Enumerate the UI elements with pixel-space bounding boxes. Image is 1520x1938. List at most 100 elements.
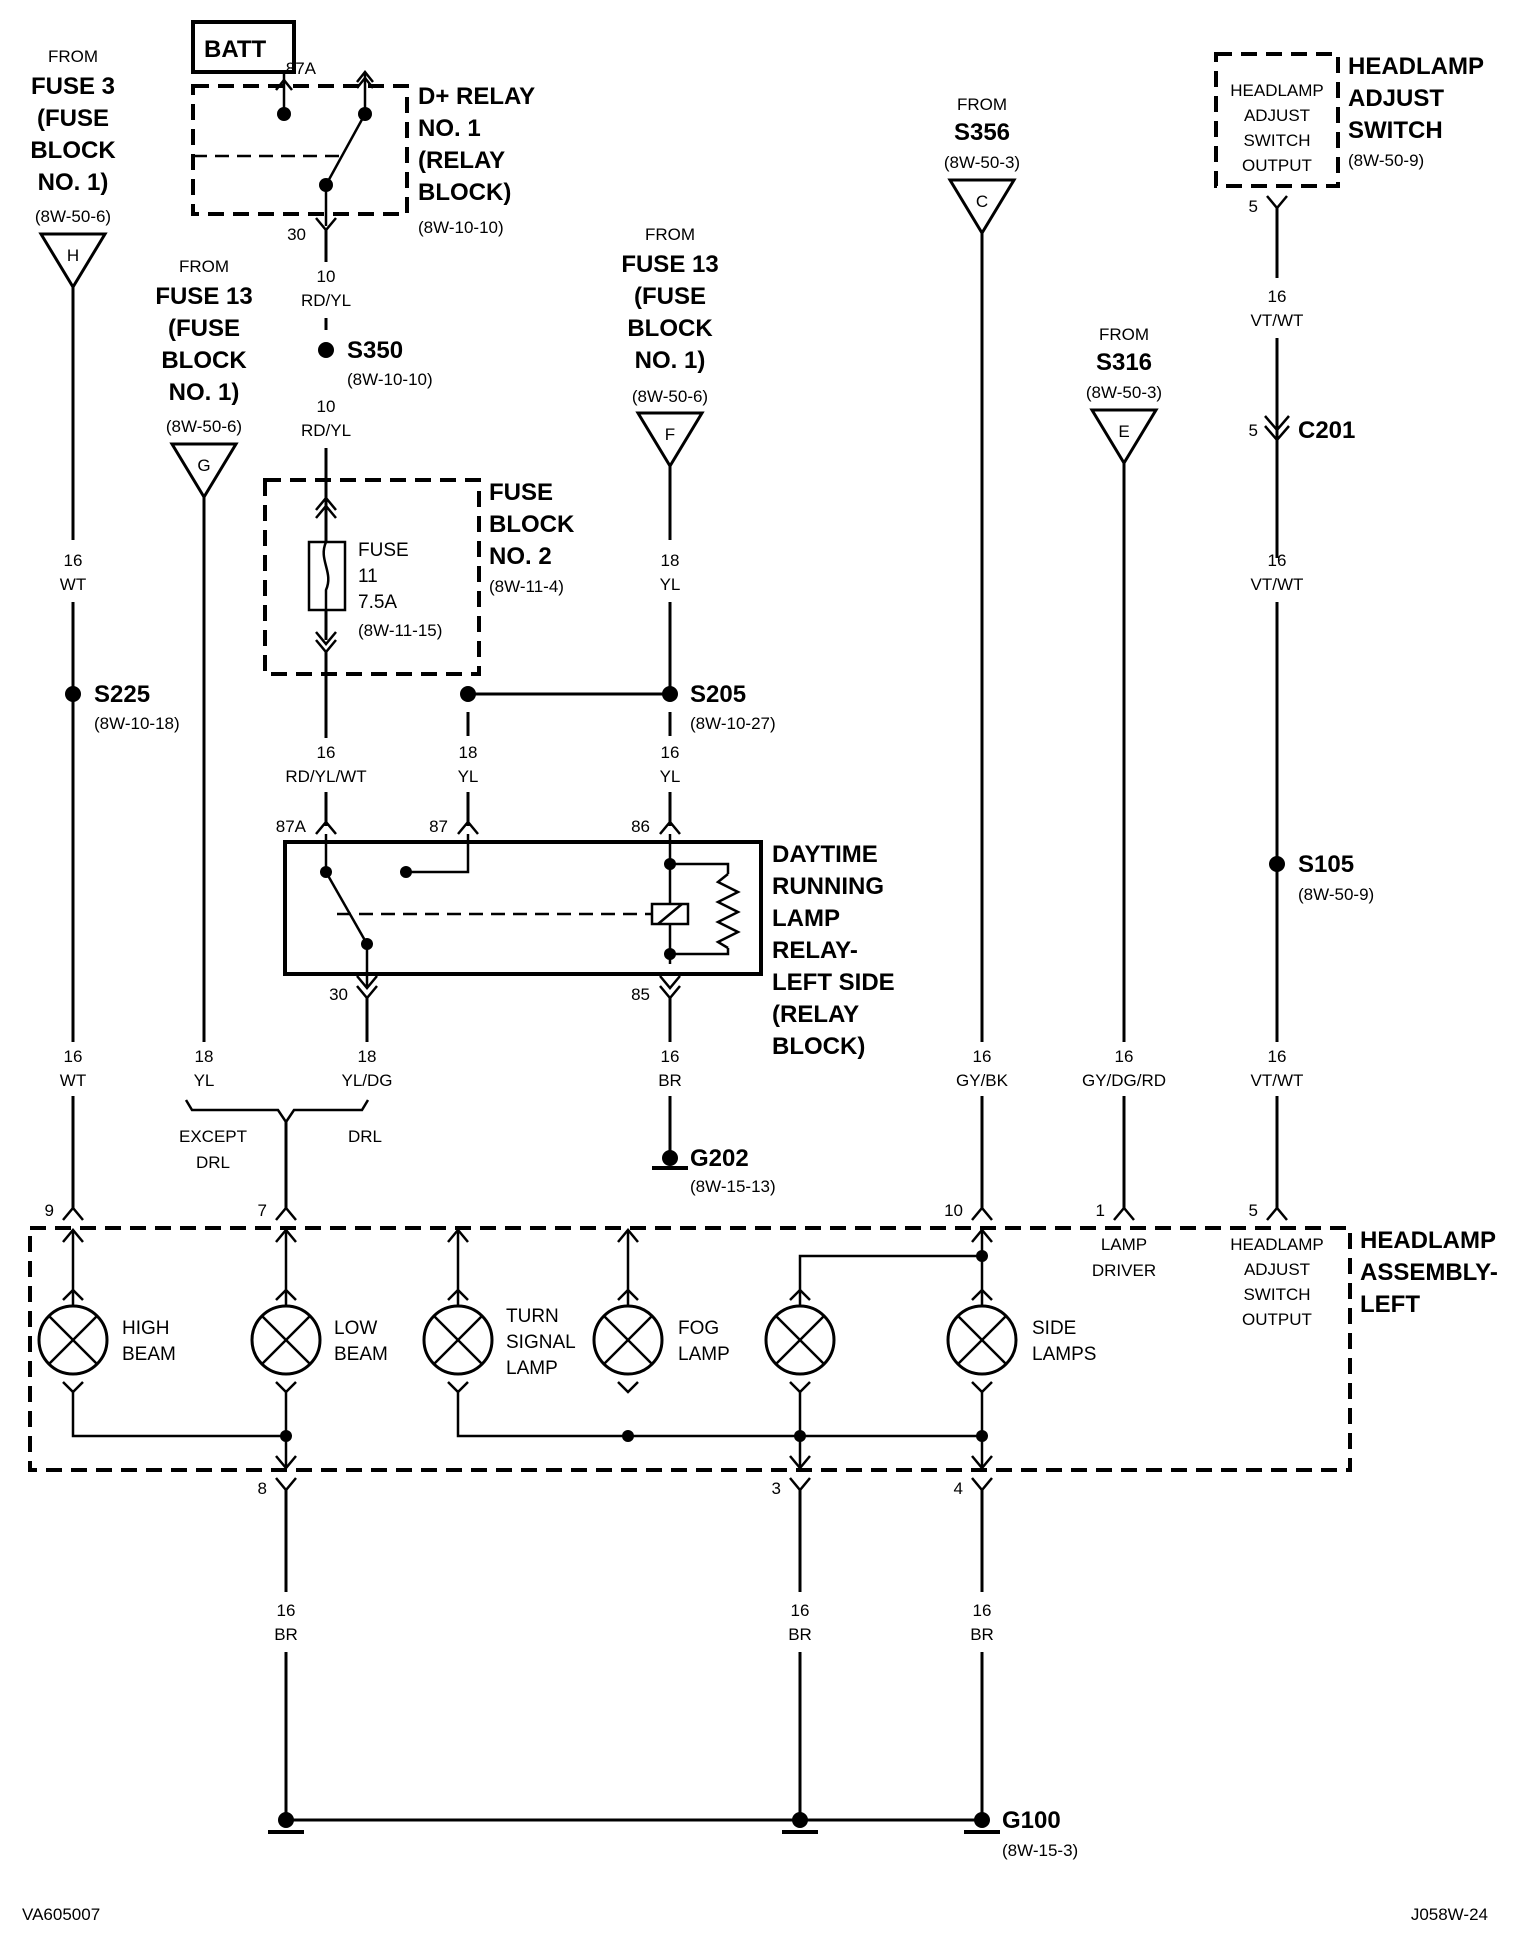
svg-text:HEADLAMP: HEADLAMP [1230, 1235, 1324, 1254]
high-beam-lamp [37, 1304, 109, 1376]
svg-text:FUSE: FUSE [358, 540, 409, 561]
svg-text:16: 16 [277, 1601, 296, 1620]
svg-text:(8W-50-6): (8W-50-6) [166, 417, 242, 436]
svg-text:NO. 1): NO. 1) [635, 347, 706, 374]
svg-text:7: 7 [258, 1201, 267, 1220]
fuse-block-no2: FUSE 11 7.5A (8W-11-15) FUSE BLOCK NO. 2… [263, 478, 575, 676]
svg-text:FROM: FROM [179, 257, 229, 276]
svg-text:18: 18 [195, 1047, 214, 1066]
svg-text:EXCEPT: EXCEPT [179, 1127, 247, 1146]
svg-text:10: 10 [944, 1201, 963, 1220]
svg-text:BR: BR [658, 1071, 682, 1090]
side-lamp-2 [946, 1304, 1018, 1376]
fog-lamp [592, 1304, 664, 1376]
svg-text:FOG: FOG [678, 1318, 719, 1339]
svg-text:5: 5 [1249, 197, 1258, 216]
svg-text:(8W-50-3): (8W-50-3) [1086, 383, 1162, 402]
svg-text:YL: YL [660, 767, 681, 786]
drl-relay-left-side: 87A 87 86 30 85 DAYTIME RUNNING LAMP REL… [276, 817, 895, 1060]
svg-text:RELAY-: RELAY- [772, 937, 858, 964]
svg-text:GY/DG/RD: GY/DG/RD [1082, 1071, 1166, 1090]
svg-text:LAMP: LAMP [1101, 1235, 1147, 1254]
svg-text:G100: G100 [1002, 1807, 1061, 1834]
figure-code-right: J058W-24 [1411, 1905, 1488, 1924]
svg-text:(8W-15-13): (8W-15-13) [690, 1177, 776, 1196]
svg-text:(RELAY: (RELAY [418, 147, 505, 174]
low-beam-lamp [250, 1304, 322, 1376]
source-s356-c: FROM S356 (8W-50-3) C [944, 95, 1020, 236]
source-fuse3-h: FROM FUSE 3 (FUSE BLOCK NO. 1) (8W-50-6)… [30, 47, 116, 290]
svg-text:(8W-50-6): (8W-50-6) [35, 207, 111, 226]
svg-text:S105: S105 [1298, 851, 1354, 878]
svg-text:10: 10 [317, 267, 336, 286]
svg-text:DRL: DRL [348, 1127, 382, 1146]
svg-text:LAMPS: LAMPS [1032, 1344, 1096, 1365]
svg-text:30: 30 [329, 985, 348, 1004]
svg-text:16: 16 [64, 551, 83, 570]
svg-text:BR: BR [970, 1625, 994, 1644]
svg-text:16: 16 [973, 1047, 992, 1066]
svg-text:5: 5 [1249, 1201, 1258, 1220]
svg-text:WT: WT [60, 1071, 86, 1090]
svg-text:S350: S350 [347, 337, 403, 364]
svg-text:16: 16 [1268, 551, 1287, 570]
svg-text:(8W-15-3): (8W-15-3) [1002, 1841, 1078, 1860]
svg-text:SWITCH: SWITCH [1243, 131, 1310, 150]
svg-text:9: 9 [45, 1201, 54, 1220]
svg-text:SWITCH: SWITCH [1348, 117, 1443, 144]
figure-code-left: VA605007 [22, 1905, 100, 1924]
svg-text:S225: S225 [94, 681, 150, 708]
svg-text:(8W-10-18): (8W-10-18) [94, 714, 180, 733]
svg-text:BEAM: BEAM [334, 1344, 388, 1365]
svg-text:H: H [67, 246, 79, 265]
svg-text:G202: G202 [690, 1145, 749, 1172]
headlamp-adjust-switch: HEADLAMP ADJUST SWITCH OUTPUT HEADLAMP A… [1214, 52, 1484, 216]
svg-text:(FUSE: (FUSE [168, 315, 240, 342]
svg-text:S356: S356 [954, 119, 1010, 146]
svg-text:1: 1 [1096, 1201, 1105, 1220]
drl-option-split: EXCEPT DRL DRL [179, 1099, 382, 1210]
ground-g100: G100 (8W-15-3) [268, 1807, 1078, 1860]
svg-text:ASSEMBLY-: ASSEMBLY- [1360, 1259, 1498, 1286]
svg-text:GY/BK: GY/BK [956, 1071, 1009, 1090]
svg-text:BLOCK: BLOCK [30, 137, 116, 164]
headlamp-assembly-left: HEADLAMP ASSEMBLY- LEFT 9 7 10 1 5 LAMP … [28, 1201, 1498, 1498]
svg-text:HEADLAMP: HEADLAMP [1230, 81, 1324, 100]
svg-text:F: F [665, 425, 675, 444]
svg-text:16: 16 [1268, 1047, 1287, 1066]
svg-text:VT/WT: VT/WT [1251, 1071, 1304, 1090]
svg-text:LEFT SIDE: LEFT SIDE [772, 969, 895, 996]
svg-text:SIDE: SIDE [1032, 1318, 1076, 1339]
svg-text:LEFT: LEFT [1360, 1291, 1420, 1318]
svg-text:3: 3 [772, 1479, 781, 1498]
svg-text:LAMP: LAMP [678, 1344, 730, 1365]
svg-text:RD/YL/WT: RD/YL/WT [285, 767, 366, 786]
svg-text:BLOCK: BLOCK [489, 511, 575, 538]
svg-text:NO. 2: NO. 2 [489, 543, 552, 570]
svg-text:7.5A: 7.5A [358, 592, 397, 613]
svg-text:30: 30 [287, 225, 306, 244]
svg-text:OUTPUT: OUTPUT [1242, 1310, 1312, 1329]
svg-text:YL/DG: YL/DG [341, 1071, 392, 1090]
svg-text:FUSE 13: FUSE 13 [155, 283, 252, 310]
svg-text:16: 16 [317, 743, 336, 762]
svg-text:(8W-11-4): (8W-11-4) [489, 577, 564, 596]
svg-text:(8W-11-15): (8W-11-15) [358, 621, 442, 640]
svg-text:SWITCH: SWITCH [1243, 1285, 1310, 1304]
svg-text:FROM: FROM [957, 95, 1007, 114]
svg-text:VT/WT: VT/WT [1251, 575, 1304, 594]
svg-text:87A: 87A [286, 59, 317, 78]
svg-text:HIGH: HIGH [122, 1318, 170, 1339]
svg-text:(8W-10-27): (8W-10-27) [690, 714, 776, 733]
svg-text:BATT: BATT [204, 36, 267, 63]
svg-text:LOW: LOW [334, 1318, 377, 1339]
svg-text:(FUSE: (FUSE [634, 283, 706, 310]
svg-text:S205: S205 [690, 681, 746, 708]
svg-text:HEADLAMP: HEADLAMP [1360, 1227, 1496, 1254]
svg-text:E: E [1118, 422, 1129, 441]
svg-text:DRIVER: DRIVER [1092, 1261, 1156, 1280]
svg-text:5: 5 [1249, 421, 1258, 440]
svg-text:RD/YL: RD/YL [301, 291, 351, 310]
svg-text:RUNNING: RUNNING [772, 873, 884, 900]
